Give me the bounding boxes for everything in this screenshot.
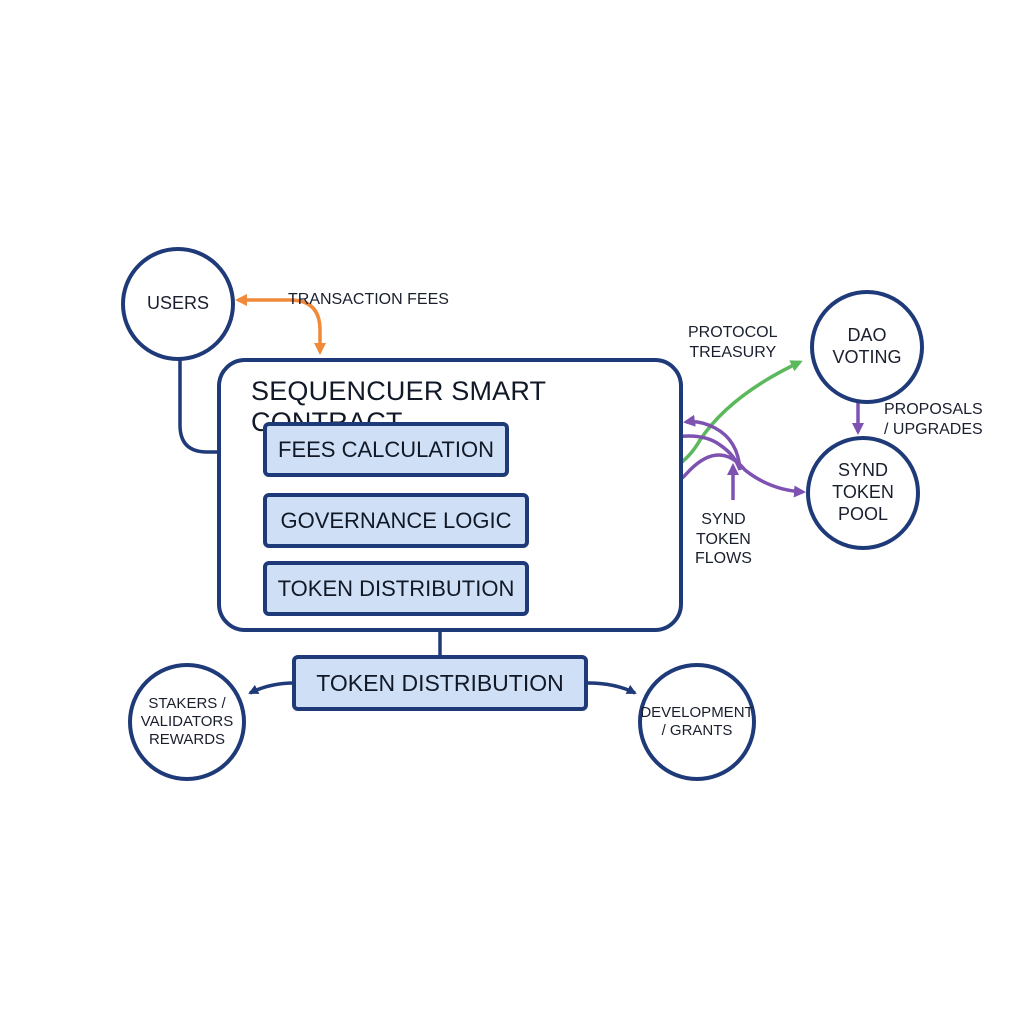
synd-token-flows-label: SYND TOKEN FLOWS (695, 511, 752, 568)
transaction-fees-label: TRANSACTION FEES (288, 291, 449, 308)
token-distribution-box: TOKEN DISTRIBUTION (292, 655, 588, 711)
protocol-treasury-label: PROTOCOL TREASURY (688, 324, 778, 361)
distribution-to-development-arrow (587, 681, 637, 695)
distribution-to-stakers-arrow (248, 681, 295, 695)
fees-calculation-label: FEES CALCULATION (278, 436, 494, 462)
users-node: USERS (121, 247, 235, 361)
synd-token-pool-node: SYND TOKEN POOL (806, 436, 920, 550)
users-to-fees-connector (178, 354, 257, 457)
dao-voting-node: DAO VOTING (810, 290, 924, 404)
token-distribution-box-label: TOKEN DISTRIBUTION (316, 669, 564, 696)
fees-calculation-module: FEES CALCULATION (263, 422, 509, 477)
token-distribution-label: TOKEN DISTRIBUTION (277, 575, 515, 601)
stakers-validators-label: STAKERS / VALIDATORS REWARDS (140, 694, 234, 749)
transaction-fees-arrow (235, 294, 326, 355)
stakers-validators-node: STAKERS / VALIDATORS REWARDS (128, 663, 246, 781)
return-flow-arrow (683, 414, 742, 471)
dao-voting-label: DAO VOTING (832, 325, 902, 367)
development-grants-node: DEVELOPMENT / GRANTS (638, 663, 756, 781)
development-grants-label: DEVELOPMENT / GRANTS (640, 703, 754, 739)
token-distribution-module: TOKEN DISTRIBUTION (263, 561, 529, 616)
governance-logic-module: GOVERNANCE LOGIC (263, 493, 529, 548)
synd-token-pool-label: SYND TOKEN POOL (832, 460, 894, 524)
users-label: USERS (146, 293, 209, 314)
proposals-upgrades-label: PROPOSALS / UPGRADES (884, 401, 983, 438)
governance-logic-label: GOVERNANCE LOGIC (280, 507, 512, 533)
